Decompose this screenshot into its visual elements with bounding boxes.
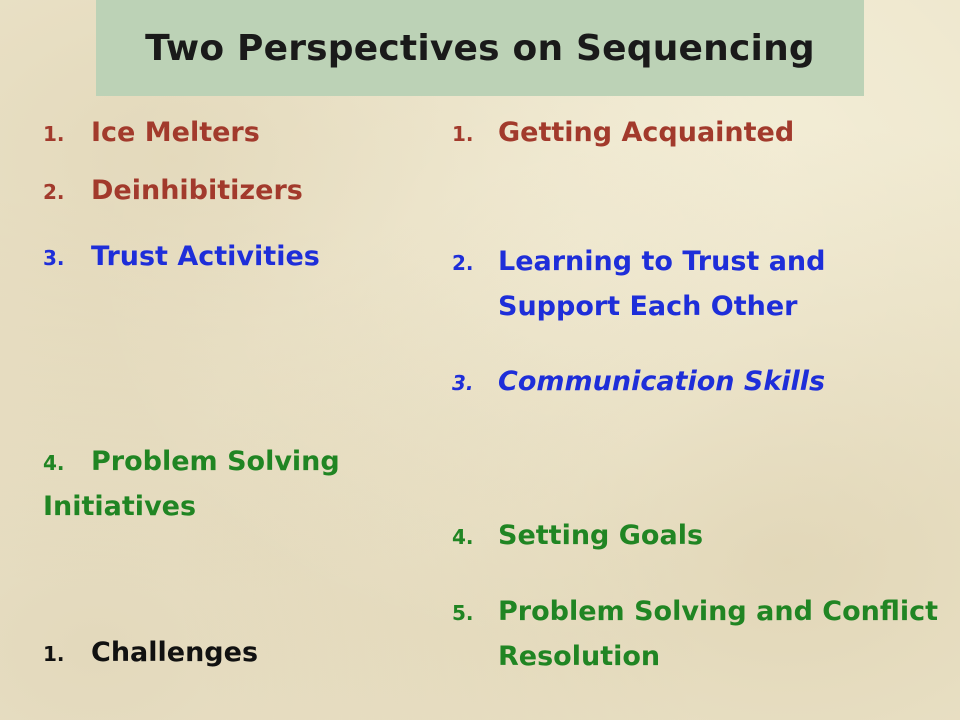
list-number: 1. — [452, 122, 474, 146]
list-label-line2: Resolution — [498, 641, 661, 672]
list-label-line1: Problem Solving and Conflict — [498, 596, 939, 627]
list-label: Communication Skills — [498, 366, 826, 397]
list-number: 1. — [43, 642, 65, 666]
list-label-line2: Support Each Other — [498, 291, 798, 322]
list-label: Ice Melters — [91, 117, 260, 148]
right-item-setting-goals: 4. Setting Goals — [452, 514, 703, 559]
left-item-challenges: 1. Challenges — [43, 631, 258, 676]
right-item-getting-acquainted: 1. Getting Acquainted — [452, 111, 794, 156]
list-label: Getting Acquainted — [498, 117, 795, 148]
right-item-communication-skills: 3. Communication Skills — [452, 360, 825, 405]
list-number: 3. — [452, 371, 474, 395]
list-number: 4. — [43, 451, 65, 475]
slide-title: Two Perspectives on Sequencing — [145, 27, 815, 69]
left-item-ice-melters: 1. Ice Melters — [43, 111, 260, 156]
list-number: 3. — [43, 246, 65, 270]
list-label-line1: Problem Solving — [91, 446, 340, 477]
title-bar: Two Perspectives on Sequencing — [96, 0, 864, 96]
list-label-line1: Learning to Trust and — [498, 246, 826, 277]
left-item-deinhibitizers: 2. Deinhibitizers — [43, 169, 303, 214]
list-number: 2. — [452, 251, 474, 275]
left-item-trust-activities: 3. Trust Activities — [43, 235, 320, 280]
list-label: Challenges — [91, 637, 259, 668]
list-label: Deinhibitizers — [91, 175, 303, 206]
list-label: Setting Goals — [498, 520, 704, 551]
right-item-learning-to-trust: 2. Learning to Trust and Support Each Oth… — [452, 240, 825, 329]
list-number: 4. — [452, 525, 474, 549]
list-number: 5. — [452, 601, 474, 625]
list-label: Trust Activities — [91, 241, 320, 272]
list-label-line2: Initiatives — [43, 491, 197, 522]
right-item-problem-solving-conflict: 5. Problem Solving and Conflict Resolutio… — [452, 590, 938, 679]
list-number: 2. — [43, 180, 65, 204]
list-number: 1. — [43, 122, 65, 146]
left-item-problem-solving-initiatives: 4. Problem Solving Initiatives — [43, 440, 340, 529]
